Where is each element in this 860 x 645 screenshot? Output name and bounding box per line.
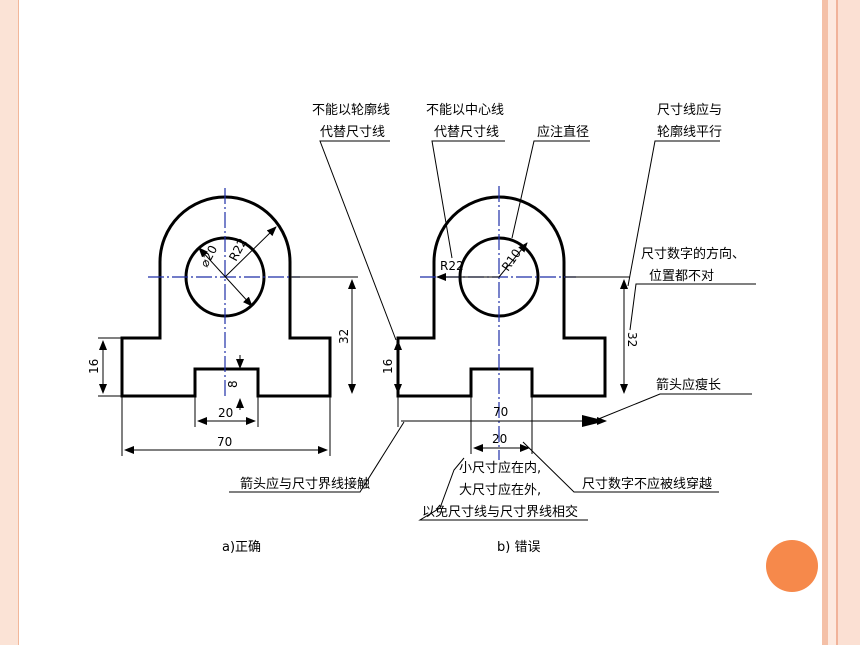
part-b-r10-line: [498, 242, 528, 278]
dim-b-70-long-arrow: [582, 415, 606, 427]
ann-small-inside-2: 大尺寸应在外,: [459, 482, 541, 498]
ann-diameter: 应注直径: [537, 124, 589, 140]
dim-b-16-label: 16: [381, 359, 395, 374]
annotation-leaders: [229, 140, 756, 521]
right-decorative-bar: [822, 0, 860, 645]
part-a-radius-label: R22: [226, 236, 249, 263]
dim-a-16-label: 16: [87, 359, 101, 374]
leader-small-inside: [418, 457, 588, 521]
ann-outline-1: 不能以轮廓线: [312, 102, 390, 118]
ann-number-dir-1: 尺寸数字的方向、: [641, 246, 745, 262]
dim-a-70-label: 70: [217, 435, 232, 449]
ann-center-1: 不能以中心线: [426, 103, 504, 118]
ann-outline-2: 代替尺寸线: [320, 125, 385, 140]
ann-small-inside-3: 以免尺寸线与尺寸界线相交: [422, 504, 578, 520]
ann-small-inside-1: 小尺寸应在内,: [459, 460, 541, 476]
figure-a-correct: ⌀20 R22 32 16 8 20 70 a)正确: [87, 188, 358, 555]
ann-not-crossed: 尺寸数字不应被线穿越: [582, 476, 712, 492]
leader-arrow-touch: [229, 421, 405, 493]
figure-a-caption: a)正确: [222, 540, 261, 555]
ann-center-2: 代替尺寸线: [434, 125, 499, 140]
part-b-outline: [396, 195, 607, 398]
left-decorative-bar: [0, 0, 19, 645]
orange-circle-decoration: [766, 540, 818, 592]
ann-number-dir-2: 位置都不对: [649, 269, 714, 284]
leader-parallel: [627, 140, 720, 287]
part-b-r22-label: R22: [440, 259, 464, 273]
part-a-outline: [120, 195, 332, 398]
part-a-radius-line: [224, 226, 277, 278]
figure-b-caption: b) 错误: [497, 540, 540, 555]
dim-a-20-label: 20: [218, 406, 233, 420]
leader-diameter: [511, 140, 590, 239]
leader-arrow-long: [595, 393, 752, 421]
dim-a-8-label: 8: [226, 380, 240, 388]
ann-arrow-touch: 箭头应与尺寸界线接触: [240, 476, 370, 492]
annotation-texts: 不能以轮廓线 代替尺寸线 不能以中心线 代替尺寸线 应注直径 尺寸线应与 轮廓线…: [240, 102, 745, 520]
dim-a-32-label: 32: [337, 329, 351, 344]
leader-centerline: [431, 140, 505, 259]
dim-b-32-label: 32: [625, 332, 639, 347]
leader-number-dir: [629, 283, 756, 331]
leader-not-crossed: [522, 441, 719, 493]
ann-arrow-long: 箭头应瘦长: [656, 377, 721, 393]
ann-parallel-1: 尺寸线应与: [657, 102, 722, 118]
figure-b-wrong: R10 R22 32 16 70 20 b) 错误: [381, 186, 639, 555]
dim-b-20-label: 20: [492, 432, 507, 446]
dim-b-70-label: 70: [493, 405, 508, 419]
ann-parallel-2: 轮廓线平行: [657, 124, 722, 140]
leader-outline: [319, 140, 397, 341]
